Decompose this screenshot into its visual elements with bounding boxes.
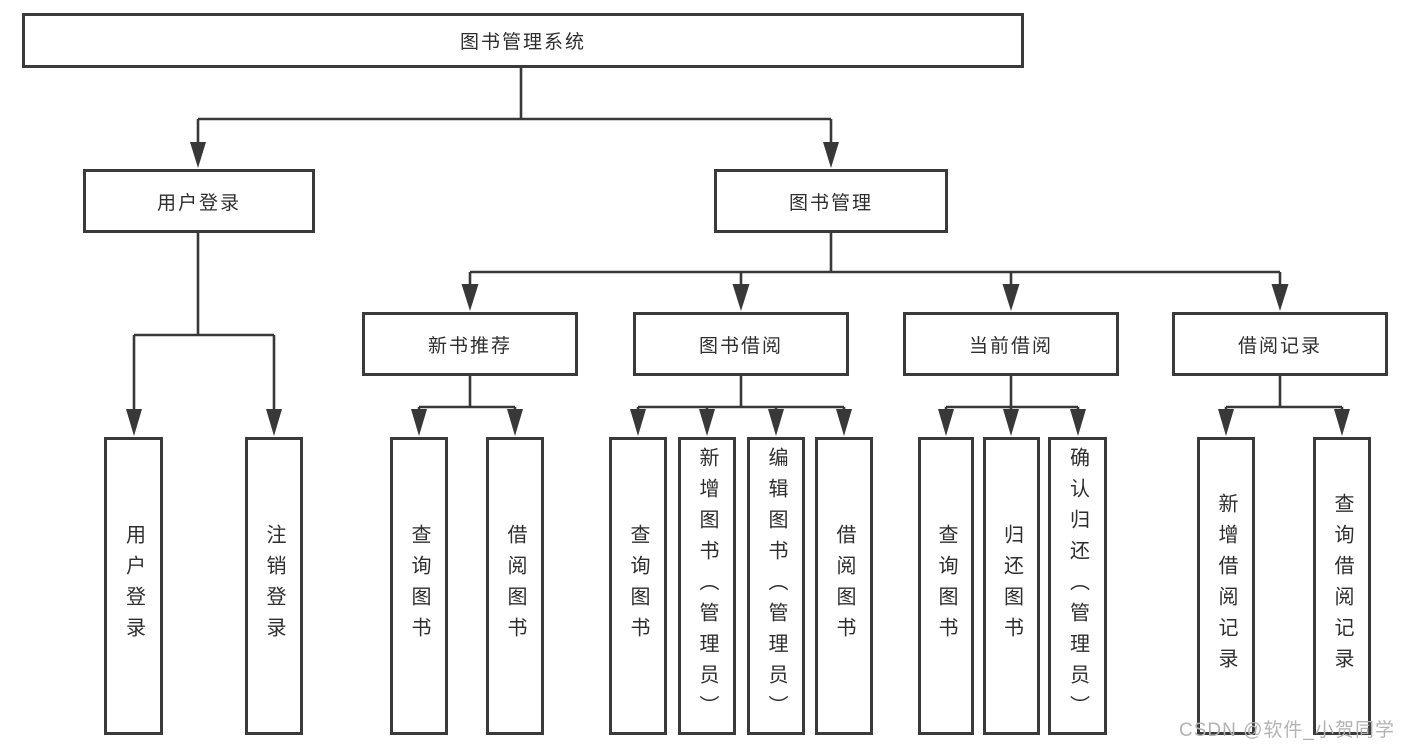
- node-current-borrow: 当前借阅: [903, 312, 1119, 376]
- leaf-borrow-books: 借阅图书: [815, 437, 873, 735]
- node-borrow-records-label: 借阅记录: [1237, 335, 1322, 357]
- leaf-confirm-return-admin: 确认归还（管理员）: [1048, 437, 1107, 735]
- connector-new-book-children: [411, 376, 523, 436]
- connector-borrow-records-children: [1218, 376, 1350, 436]
- leaf-edit-books-admin-label: 编辑图书（管理员）: [765, 446, 787, 726]
- node-book-management: 图书管理: [714, 169, 948, 233]
- leaf-add-borrow-record: 新增借阅记录: [1197, 437, 1255, 735]
- leaf-query-books-borrow: 查询图书: [609, 437, 667, 735]
- leaf-confirm-return-admin-label: 确认归还（管理员）: [1066, 446, 1089, 726]
- leaf-borrow-books-label: 借阅图书: [833, 524, 855, 648]
- node-library-system: 图书管理系统: [22, 13, 1024, 68]
- node-new-book-recommend-label: 新书推荐: [427, 335, 512, 357]
- leaf-user-login: 用户登录: [104, 437, 163, 735]
- node-library-system-label: 图书管理系统: [459, 32, 586, 53]
- node-new-book-recommend: 新书推荐: [362, 312, 578, 376]
- node-current-borrow-label: 当前借阅: [968, 335, 1053, 357]
- leaf-return-books: 归还图书: [983, 437, 1040, 735]
- leaf-query-borrow-record-label: 查询借阅记录: [1331, 493, 1353, 679]
- leaf-logout-label: 注销登录: [263, 524, 285, 648]
- leaf-return-books-label: 归还图书: [1000, 524, 1023, 648]
- leaf-query-books-recommend: 查询图书: [390, 437, 448, 735]
- leaf-user-login-label: 用户登录: [122, 524, 145, 648]
- leaf-query-books-recommend-label: 查询图书: [408, 524, 430, 648]
- leaf-borrow-books-recommend-label: 借阅图书: [504, 524, 526, 648]
- node-book-management-label: 图书管理: [788, 192, 873, 214]
- leaf-query-books-current-label: 查询图书: [935, 524, 957, 648]
- connector-user-login-children: [126, 233, 282, 436]
- leaf-query-books-borrow-label: 查询图书: [627, 524, 649, 648]
- leaf-logout: 注销登录: [245, 437, 303, 735]
- csdn-watermark: CSDN @软件_小贺同学: [1179, 720, 1395, 741]
- connector-book-mgmt-children: [461, 233, 1289, 311]
- leaf-borrow-books-recommend: 借阅图书: [486, 437, 544, 735]
- node-user-login-label: 用户登录: [156, 192, 241, 214]
- connector-current-borrow-children: [938, 376, 1086, 436]
- leaf-add-books-admin: 新增图书（管理员）: [678, 437, 736, 735]
- leaf-query-books-current: 查询图书: [918, 437, 974, 735]
- node-borrow-records: 借阅记录: [1172, 312, 1388, 376]
- leaf-edit-books-admin: 编辑图书（管理员）: [747, 437, 805, 735]
- leaf-add-borrow-record-label: 新增借阅记录: [1215, 493, 1237, 679]
- leaf-query-borrow-record: 查询借阅记录: [1313, 437, 1371, 735]
- connector-book-borrow-children: [630, 376, 852, 436]
- node-user-login: 用户登录: [83, 169, 315, 233]
- node-book-borrow-label: 图书借阅: [698, 335, 783, 357]
- node-book-borrow: 图书借阅: [633, 312, 849, 376]
- leaf-add-books-admin-label: 新增图书（管理员）: [696, 446, 718, 726]
- connector-root-to-level2: [190, 68, 839, 168]
